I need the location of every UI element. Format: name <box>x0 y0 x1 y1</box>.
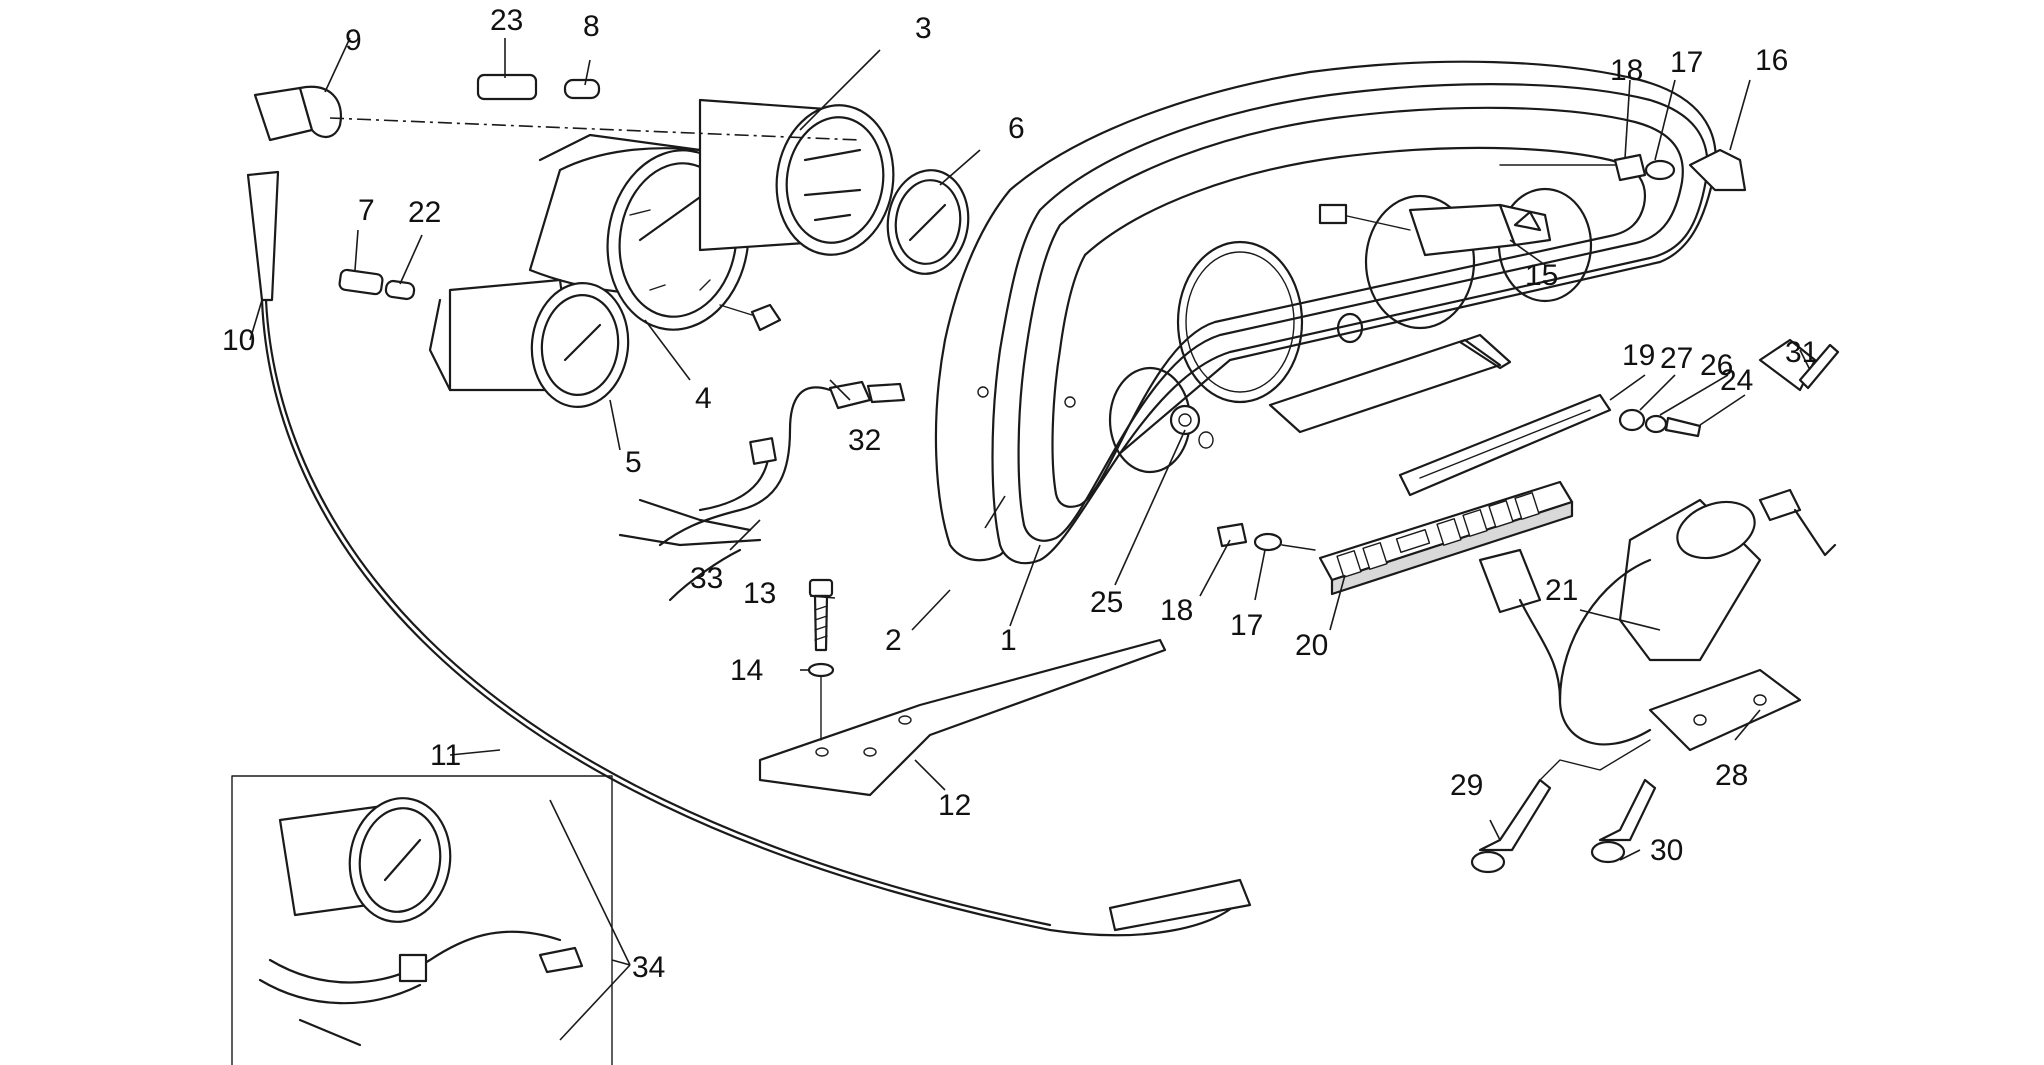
bolt-13 <box>808 578 834 652</box>
callout-26: 26 <box>1700 349 1733 382</box>
callout-12: 12 <box>938 789 971 822</box>
washer-14 <box>807 662 835 741</box>
callout-27: 27 <box>1660 342 1693 375</box>
grommet-25 <box>1169 404 1201 436</box>
callout-8: 8 <box>583 10 600 43</box>
callout-14: 14 <box>730 654 763 687</box>
speedometer-cable <box>246 85 1252 937</box>
ignition-key <box>1758 338 1840 557</box>
callout-31: 31 <box>1785 336 1818 369</box>
indicator-light-bar <box>1318 480 1574 596</box>
leader-lines <box>249 37 1811 1041</box>
callout-29: 29 <box>1450 769 1483 802</box>
callout-18-top: 18 <box>1610 54 1643 87</box>
wiring-harness <box>618 380 906 602</box>
callout-1: 1 <box>1000 624 1017 657</box>
callout-5: 5 <box>625 446 642 479</box>
callout-labels: 1 2 3 4 5 6 7 8 9 10 11 12 13 14 15 16 1… <box>222 4 1818 984</box>
callout-25: 25 <box>1090 586 1123 619</box>
callout-9: 9 <box>345 24 362 57</box>
callout-19: 19 <box>1622 339 1655 372</box>
bolts-29-30 <box>1470 739 1657 874</box>
speedometer-gauge <box>698 98 895 256</box>
callout-10: 10 <box>222 324 255 357</box>
screw-set <box>1618 408 1702 438</box>
callout-33: 33 <box>690 562 723 595</box>
callout-34: 34 <box>632 951 665 984</box>
callout-4: 4 <box>695 382 712 415</box>
callout-21: 21 <box>1545 574 1578 607</box>
bulb-holder-right <box>1499 148 1747 192</box>
callout-2: 2 <box>885 624 902 657</box>
kit-inset-box <box>231 775 613 1065</box>
callout-32: 32 <box>848 424 881 457</box>
ignition-switch <box>1478 498 1762 746</box>
hazard-switch <box>1318 203 1552 257</box>
small-auxiliary-gauge <box>886 169 970 275</box>
bulb-holder-lower <box>1216 522 1316 552</box>
callout-16: 16 <box>1755 44 1788 77</box>
gauge-bulb-sockets <box>338 73 782 332</box>
callout-20: 20 <box>1295 629 1328 662</box>
callout-13: 13 <box>743 577 776 610</box>
callout-17-top: 17 <box>1670 46 1703 79</box>
callout-28: 28 <box>1715 759 1748 792</box>
callout-17-bottom: 17 <box>1230 609 1263 642</box>
callout-15: 15 <box>1525 259 1558 292</box>
dashboard-housing <box>934 60 1717 565</box>
callout-3: 3 <box>915 12 932 45</box>
mounting-plate <box>1648 668 1802 752</box>
callout-30: 30 <box>1650 834 1683 867</box>
callout-23: 23 <box>490 4 523 37</box>
callout-11: 11 <box>430 739 461 772</box>
warning-light-lens <box>1398 393 1612 497</box>
callout-22: 22 <box>408 196 441 229</box>
callout-6: 6 <box>1008 112 1025 145</box>
callout-24: 24 <box>1720 364 1753 397</box>
fuel-gauge <box>428 278 630 408</box>
callout-18-bottom: 18 <box>1160 594 1193 627</box>
callout-7: 7 <box>358 194 375 227</box>
mounting-bracket <box>758 638 1167 797</box>
